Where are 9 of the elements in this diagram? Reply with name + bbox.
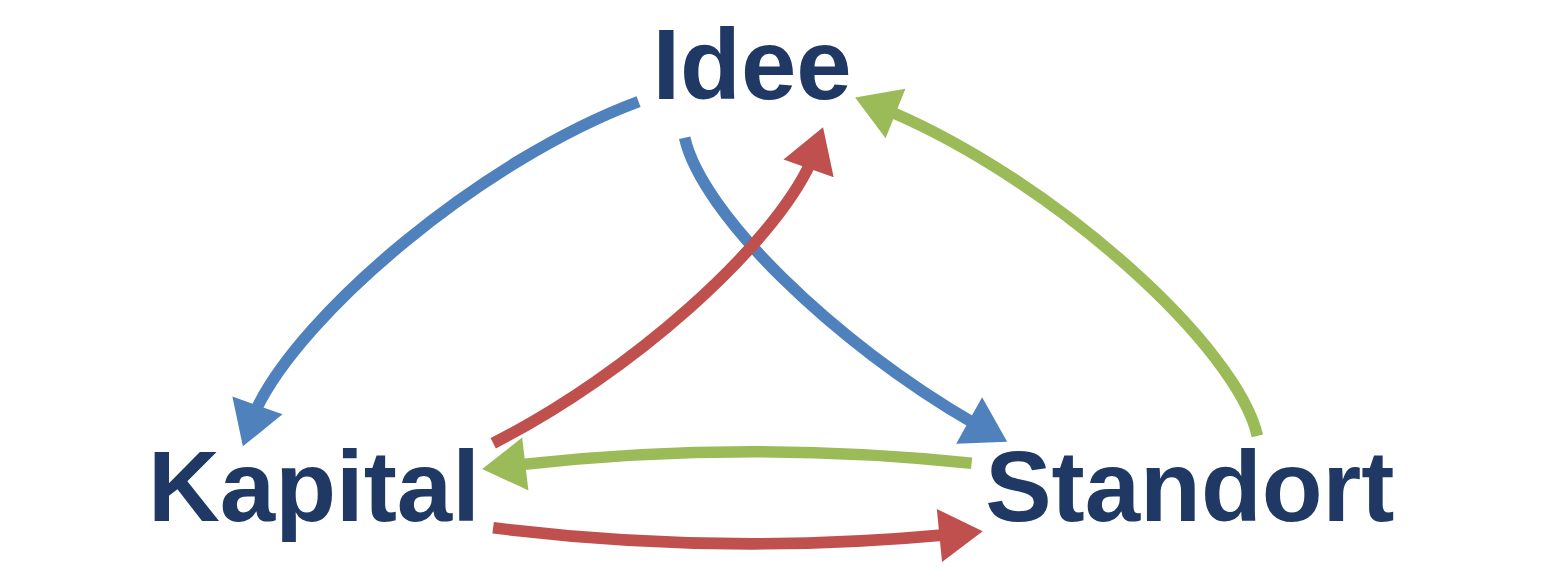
- arrow: [492, 508, 983, 562]
- arrow: [232, 96, 641, 447]
- arrow: [855, 88, 1263, 438]
- node-text: Standort: [985, 431, 1395, 542]
- arrow: [679, 136, 1008, 444]
- arrow: [490, 127, 834, 449]
- node-text: Kapital: [147, 431, 480, 542]
- node-text: Idee: [652, 9, 852, 121]
- arrow: [482, 437, 973, 491]
